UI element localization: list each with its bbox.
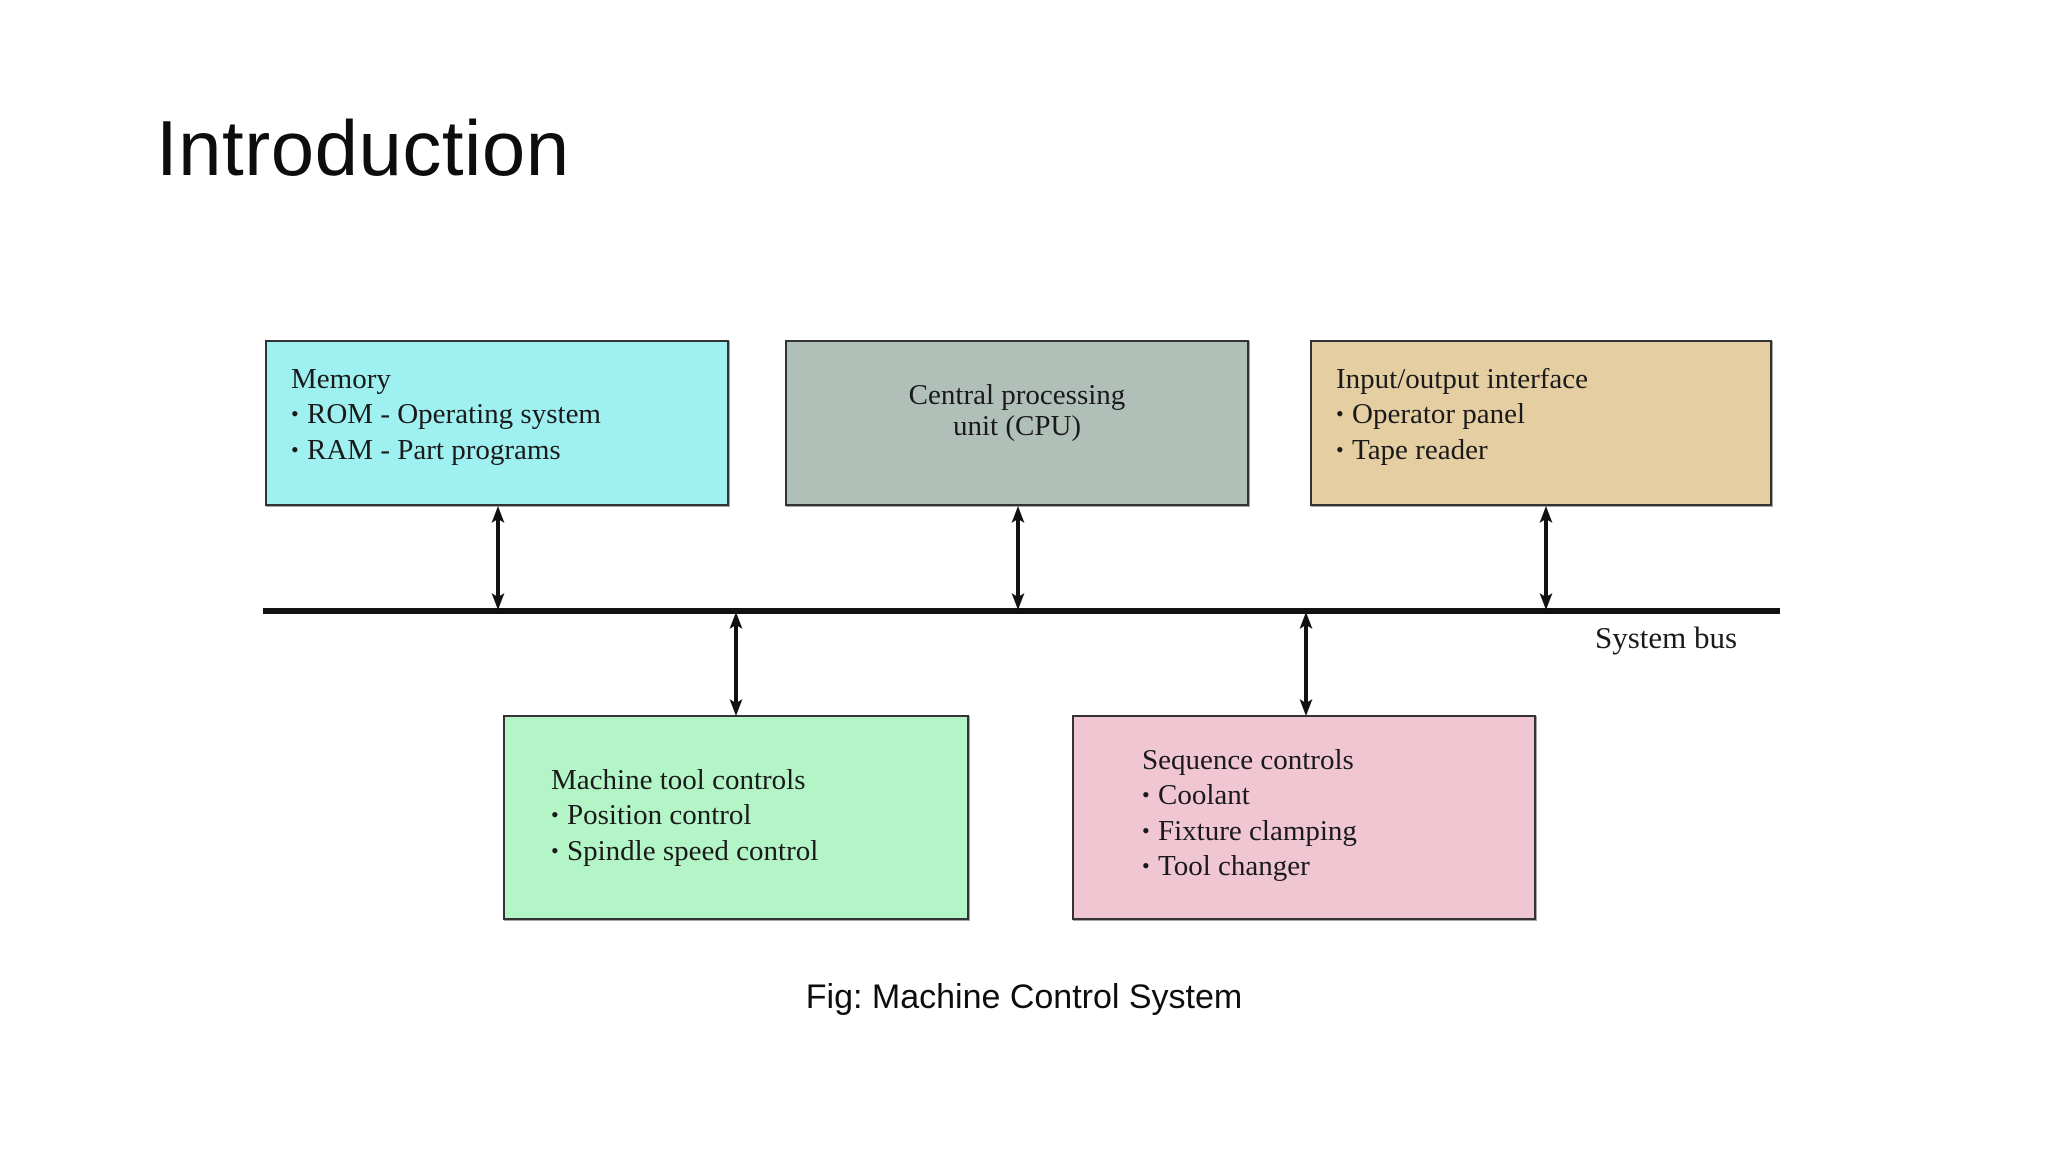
node-sequence-controls[interactable]: Sequence controls Coolant Fixture clampi… <box>1072 715 1536 920</box>
node-sequence-items: Coolant Fixture clamping Tool changer <box>1142 779 1357 882</box>
list-item: Fixture clamping <box>1142 815 1357 847</box>
node-sequence-content: Sequence controls Coolant Fixture clampi… <box>1142 744 1357 882</box>
node-machine-tool-controls[interactable]: Machine tool controls Position control S… <box>503 715 969 920</box>
node-io-items: Operator panel Tape reader <box>1336 398 1588 466</box>
node-cpu[interactable]: Central processing unit (CPU) <box>785 340 1249 506</box>
connector-bus-to-sequence <box>1293 612 1319 716</box>
node-machine-title: Machine tool controls <box>551 764 806 796</box>
system-bus-label: System bus <box>1595 620 1738 655</box>
list-item: Coolant <box>1142 779 1357 811</box>
figure-caption: Fig: Machine Control System <box>805 978 1243 1016</box>
node-cpu-title-line2: unit (CPU) <box>952 410 1082 443</box>
page-title: Introduction <box>156 104 570 192</box>
connector-io-to-bus <box>1533 506 1559 610</box>
connector-bus-to-machine <box>723 612 749 716</box>
list-item: ROM - Operating system <box>291 398 601 430</box>
diagram-canvas: Memory ROM - Operating system RAM - Part… <box>255 320 1785 940</box>
list-item: Position control <box>551 799 818 831</box>
list-item: Tool changer <box>1142 850 1357 882</box>
node-io-title: Input/output interface <box>1336 363 1589 395</box>
list-item: Operator panel <box>1336 398 1588 430</box>
connector-memory-to-bus <box>485 506 511 610</box>
system-bus-line <box>263 608 1780 614</box>
node-io-content: Input/output interface Operator panel Ta… <box>1336 363 1589 466</box>
node-memory-title: Memory <box>291 363 391 395</box>
connector-cpu-to-bus <box>1005 506 1031 610</box>
node-sequence-title: Sequence controls <box>1142 744 1354 776</box>
node-memory-items: ROM - Operating system RAM - Part progra… <box>291 398 601 466</box>
node-cpu-title-line1: Central processing <box>908 379 1126 411</box>
node-machine-items: Position control Spindle speed control <box>551 799 818 867</box>
node-machine-content: Machine tool controls Position control S… <box>551 764 818 867</box>
node-cpu-content: Central processing unit (CPU) <box>787 379 1247 443</box>
list-item: Spindle speed control <box>551 835 818 867</box>
node-io-interface[interactable]: Input/output interface Operator panel Ta… <box>1310 340 1772 506</box>
list-item: Tape reader <box>1336 434 1588 466</box>
node-memory[interactable]: Memory ROM - Operating system RAM - Part… <box>265 340 729 506</box>
node-memory-content: Memory ROM - Operating system RAM - Part… <box>291 363 601 466</box>
list-item: RAM - Part programs <box>291 434 601 466</box>
